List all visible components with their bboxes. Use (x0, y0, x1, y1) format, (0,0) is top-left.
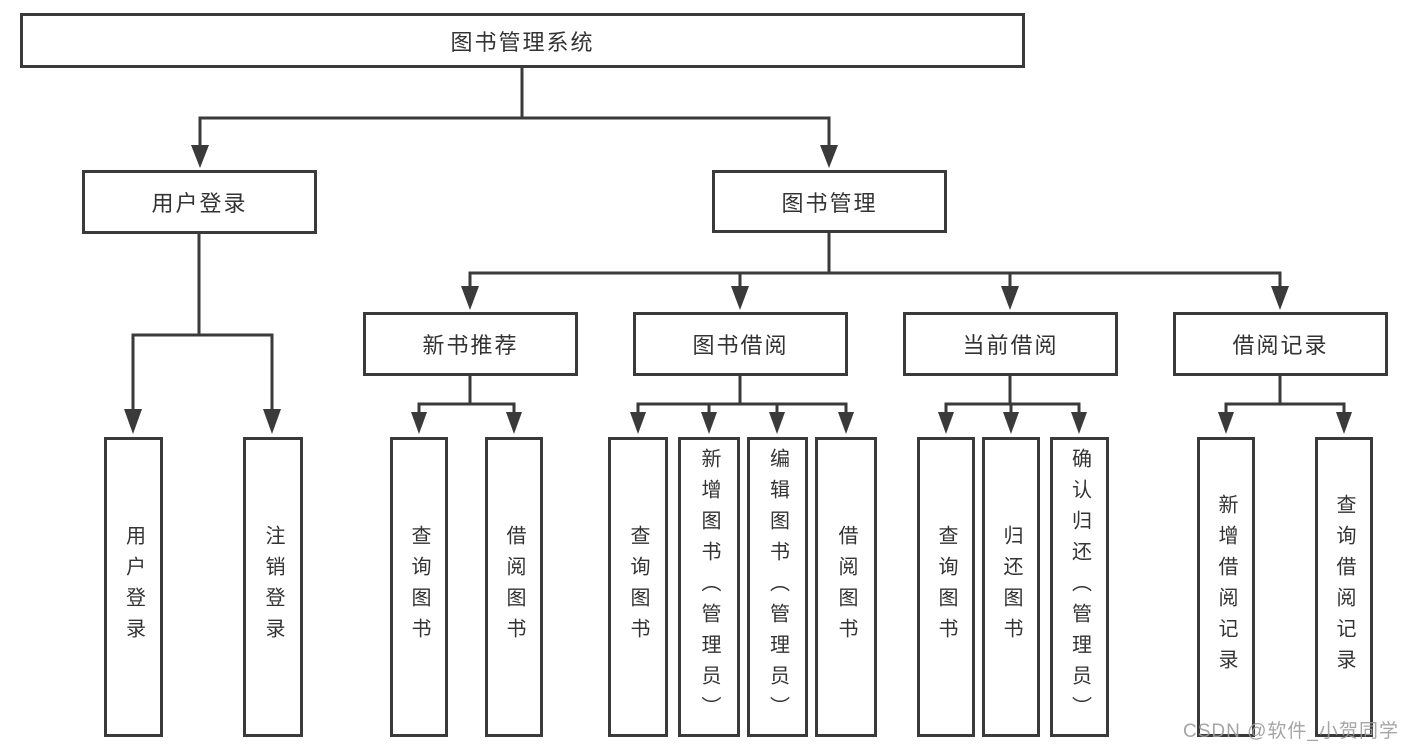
csdn-watermark: CSDN @软件_小贺同学 (1183, 721, 1399, 742)
node-borrow-records: 借阅记录 (1173, 312, 1388, 376)
arrow-down-icon (701, 412, 717, 434)
leaf-logout: 注销登录 (243, 437, 303, 737)
node-book-manage: 图书管理 (712, 170, 947, 233)
connector-records-branch (1224, 374, 1346, 416)
leaf-user-login-label: 用户登录 (122, 525, 145, 649)
arrow-down-icon (731, 286, 749, 310)
arrow-down-icon (820, 145, 838, 168)
leaf-current-return-books: 归还图书 (982, 437, 1040, 737)
arrow-down-icon (769, 412, 785, 434)
connector-root-stem (198, 66, 831, 150)
arrow-down-icon (1218, 412, 1234, 434)
leaf-current-query-books: 查询图书 (917, 437, 975, 737)
node-book-manage-label: 图书管理 (781, 190, 878, 216)
leaf-recommend-query-books-label: 查询图书 (408, 525, 430, 649)
arrow-down-icon (938, 412, 954, 434)
node-user-login-label: 用户登录 (151, 191, 248, 216)
leaf-records-add-record-label: 新增借阅记录 (1215, 494, 1237, 680)
leaf-recommend-query-books: 查询图书 (390, 437, 448, 737)
leaf-recommend-borrow-books-label: 借阅图书 (503, 525, 525, 649)
node-borrow-records-label: 借阅记录 (1232, 333, 1329, 358)
leaf-current-return-books-label: 归还图书 (1000, 525, 1022, 649)
leaf-records-add-record: 新增借阅记录 (1197, 437, 1255, 737)
leaf-borrow-query-books-label: 查询图书 (627, 525, 649, 649)
connector-borrow-branch (636, 374, 848, 416)
node-root-label: 图书管理系统 (450, 29, 595, 55)
node-book-borrow-label: 图书借阅 (692, 333, 789, 358)
arrow-down-icon (1071, 412, 1087, 434)
node-book-borrow: 图书借阅 (633, 312, 848, 376)
leaf-logout-label: 注销登录 (262, 525, 284, 649)
leaf-records-query-record: 查询借阅记录 (1315, 437, 1373, 737)
arrow-down-icon (263, 409, 281, 434)
connector-lines (131, 66, 1346, 416)
connector-recommend-branch (417, 374, 516, 416)
node-new-book-recommend-label: 新书推荐 (422, 333, 519, 358)
arrow-down-icon (506, 412, 522, 434)
arrow-down-icon (411, 412, 427, 434)
node-current-borrow: 当前借阅 (903, 312, 1118, 376)
arrow-down-icon (1003, 412, 1019, 434)
leaf-borrow-query-books: 查询图书 (608, 437, 668, 737)
leaf-user-login: 用户登录 (104, 437, 163, 737)
node-user-login: 用户登录 (82, 170, 317, 234)
leaf-borrow-edit-books-admin-label: 编辑图书（管理员） (766, 447, 789, 727)
leaf-current-query-books-label: 查询图书 (935, 525, 957, 649)
arrow-down-icon (1001, 286, 1019, 310)
arrow-down-icon (1336, 412, 1352, 434)
arrow-down-icon (461, 286, 479, 310)
leaf-borrow-borrow-books: 借阅图书 (815, 437, 877, 737)
leaf-current-confirm-return-admin-label: 确认归还（管理员） (1068, 447, 1091, 727)
arrow-down-icon (630, 412, 646, 434)
arrow-down-icon (838, 412, 854, 434)
leaf-borrow-add-books-admin-label: 新增图书（管理员） (698, 447, 720, 727)
arrow-down-icon (124, 409, 142, 434)
connector-current-branch (944, 374, 1081, 416)
connector-manage-branch (468, 231, 1282, 290)
arrowheads (124, 145, 1352, 434)
leaf-borrow-add-books-admin: 新增图书（管理员） (678, 437, 740, 737)
node-current-borrow-label: 当前借阅 (962, 333, 1059, 358)
leaf-borrow-edit-books-admin: 编辑图书（管理员） (747, 437, 808, 737)
arrow-down-icon (191, 145, 209, 168)
connector-login-branch (131, 232, 274, 414)
arrow-down-icon (1271, 286, 1289, 310)
leaf-borrow-borrow-books-label: 借阅图书 (835, 525, 857, 649)
node-root: 图书管理系统 (20, 13, 1025, 68)
leaf-recommend-borrow-books: 借阅图书 (485, 437, 543, 737)
leaf-records-query-record-label: 查询借阅记录 (1333, 494, 1355, 680)
node-new-book-recommend: 新书推荐 (363, 312, 578, 376)
leaf-current-confirm-return-admin: 确认归还（管理员） (1050, 437, 1109, 737)
